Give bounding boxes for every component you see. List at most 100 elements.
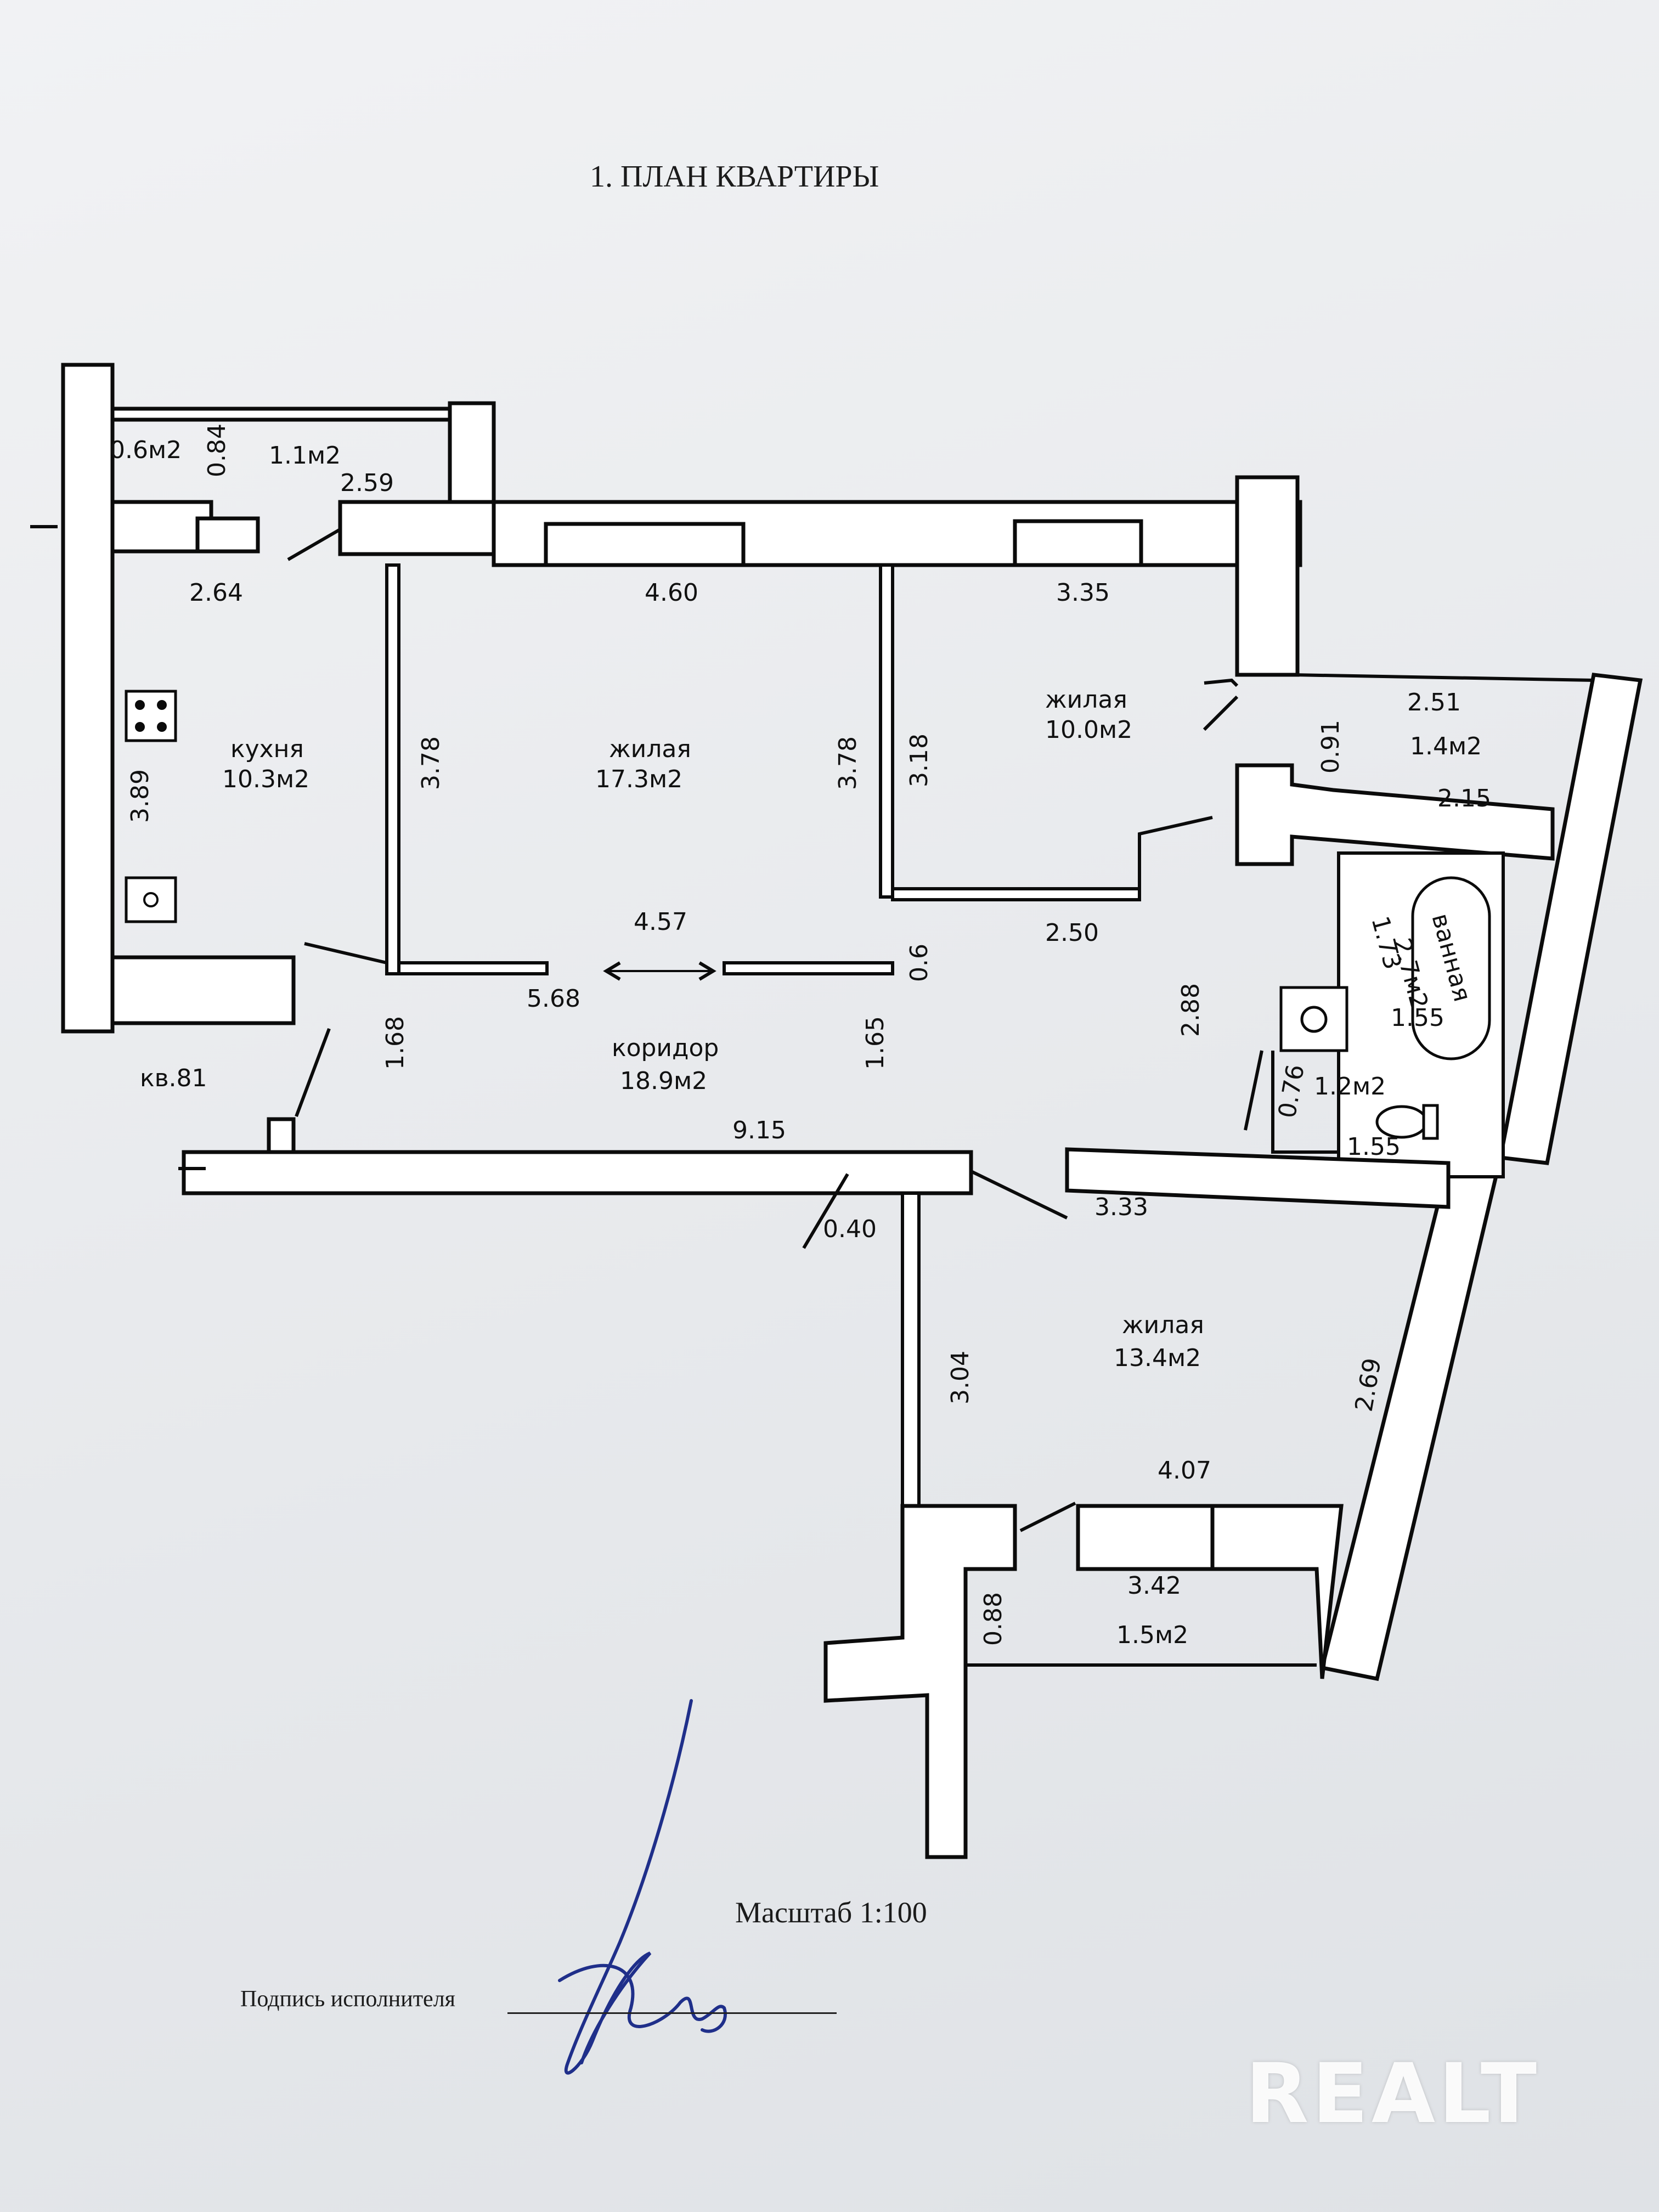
kitchen-sink-icon bbox=[125, 876, 177, 923]
balcony-right-rail bbox=[1291, 673, 1594, 682]
walls bbox=[30, 363, 1643, 1859]
bathtub bbox=[1411, 876, 1491, 1060]
stove-icon bbox=[125, 690, 177, 742]
dim-label: 0.6 bbox=[905, 944, 933, 982]
dim-label: 2.59 bbox=[340, 469, 394, 497]
dim-label: 4.07 bbox=[1158, 1457, 1211, 1485]
partition-corridor-top-right bbox=[723, 961, 894, 975]
room-storage-small-area: 0.6м2 bbox=[110, 436, 182, 464]
dim-label: 9.15 bbox=[732, 1116, 786, 1144]
wall-left-outer bbox=[61, 363, 115, 1034]
sink-drain-icon bbox=[1300, 1006, 1328, 1033]
apartment-number: кв.81 bbox=[140, 1064, 207, 1092]
plan-title: 1. ПЛАН КВАРТИРЫ bbox=[590, 160, 879, 194]
dim-label: 2.50 bbox=[1045, 919, 1099, 947]
dim-label: 4.60 bbox=[645, 579, 698, 607]
dim-label: 0.84 bbox=[203, 424, 231, 477]
signature-line bbox=[507, 2012, 837, 2014]
dim-label: 1.55 bbox=[1391, 1004, 1444, 1032]
room-living-large-area: 17.3м2 bbox=[595, 765, 682, 793]
dim-label: 3.78 bbox=[834, 736, 862, 790]
partition-living-right-door bbox=[1138, 816, 1213, 900]
door-entry bbox=[295, 1028, 331, 1118]
wall-right-diagonal-upper bbox=[1498, 673, 1643, 1165]
dim-040-leader bbox=[802, 1173, 849, 1249]
stove-burner-icon bbox=[157, 722, 167, 732]
realt-watermark-logo: REALT bbox=[1245, 2046, 1541, 2142]
wall-corridor-bottom bbox=[182, 1150, 973, 1195]
dim-label: 2.69 bbox=[1350, 1356, 1387, 1414]
scale-label: Масштаб 1:100 bbox=[735, 1896, 927, 1929]
bathroom-sink bbox=[1279, 986, 1348, 1052]
dim-label: 1.68 bbox=[381, 1016, 409, 1070]
dim-label: 2.51 bbox=[1407, 689, 1461, 716]
partition-kitchen-living bbox=[385, 563, 400, 975]
wall-entry-stub bbox=[267, 1117, 296, 1154]
toilet-partition bbox=[1271, 1051, 1339, 1154]
toilet-tank-icon bbox=[1422, 1104, 1439, 1140]
partition-living-right-bottom bbox=[891, 887, 1141, 901]
dim-label: 3.04 bbox=[946, 1351, 974, 1404]
stove-burner-icon bbox=[157, 700, 167, 710]
door-toilet bbox=[1244, 1050, 1263, 1131]
door-kitchen bbox=[287, 528, 341, 561]
dim-label: 0.76 bbox=[1273, 1063, 1310, 1120]
dim-label: 3.35 bbox=[1056, 579, 1110, 607]
wall-right-diagonal-lower bbox=[1319, 1155, 1503, 1681]
wall-storage-top bbox=[110, 407, 466, 422]
dim-label: 3.18 bbox=[905, 733, 933, 787]
partition-living-living bbox=[879, 563, 894, 899]
stove-burner-icon bbox=[135, 722, 145, 732]
room-balcony-lower-area: 1.5м2 bbox=[1116, 1621, 1188, 1649]
room-toilet-area: 1.2м2 bbox=[1314, 1073, 1386, 1101]
dim-label: 4.57 bbox=[634, 908, 687, 936]
room-corridor-name: коридор bbox=[612, 1034, 719, 1062]
wall-storage-stub bbox=[195, 516, 260, 554]
wall-kitchen-top-right bbox=[338, 500, 496, 556]
door-lower-living bbox=[970, 1170, 1068, 1220]
dim-label: 1.65 bbox=[861, 1016, 889, 1070]
window-living-large bbox=[544, 522, 746, 567]
wall-kitchen-bottom bbox=[110, 955, 296, 1025]
dim-label: 0.91 bbox=[1317, 720, 1345, 774]
dim-label: 3.33 bbox=[1094, 1193, 1148, 1221]
dim-label: 3.42 bbox=[1127, 1572, 1181, 1600]
dim-label: 2.64 bbox=[189, 579, 243, 607]
dim-label: 5.68 bbox=[527, 985, 580, 1013]
room-living-large-name: жилая bbox=[609, 735, 691, 763]
dim-label: 3.89 bbox=[126, 769, 154, 823]
partition-corridor-top-left bbox=[397, 961, 549, 975]
dim-label: 0.40 bbox=[823, 1215, 877, 1243]
door-balcony-right-b bbox=[1203, 695, 1239, 731]
window-lower-living bbox=[1076, 1504, 1215, 1571]
signature-label: Подпись исполнителя bbox=[240, 1987, 455, 2012]
dim-label: 3.78 bbox=[417, 736, 445, 790]
wall-lower-left bbox=[823, 1504, 1017, 1859]
door-kitchen-corridor bbox=[304, 942, 387, 964]
room-storage-top-area: 1.1м2 bbox=[269, 442, 341, 470]
room-kitchen-name: кухня bbox=[230, 735, 304, 763]
door-balcony-right-a bbox=[1204, 678, 1239, 687]
arrow-left-icon bbox=[603, 961, 621, 981]
signature bbox=[558, 1699, 727, 2075]
room-corridor-area: 18.9м2 bbox=[620, 1067, 707, 1095]
partition-lower-living-left bbox=[901, 1192, 921, 1508]
kitchen-sink-drain-icon bbox=[143, 892, 159, 907]
room-kitchen-area: 10.3м2 bbox=[222, 765, 309, 793]
room-living-lower-area: 13.4м2 bbox=[1114, 1344, 1201, 1372]
wall-balcony-bottom bbox=[1235, 763, 1555, 866]
room-living-lower-name: жилая bbox=[1122, 1311, 1204, 1339]
room-living-right-area: 10.0м2 bbox=[1045, 716, 1132, 744]
door-balcony-lower bbox=[1019, 1502, 1076, 1532]
window-living-right bbox=[1013, 519, 1143, 567]
arrow-right-icon bbox=[698, 961, 716, 981]
stove-burner-icon bbox=[135, 700, 145, 710]
dim-label: 2.15 bbox=[1437, 785, 1491, 812]
wall-bedroom-top bbox=[1065, 1147, 1451, 1209]
dim-label: 1.55 bbox=[1347, 1133, 1401, 1161]
wall-lower-right bbox=[1210, 1504, 1344, 1679]
dim-label: 2.88 bbox=[1177, 983, 1205, 1037]
wall-right-upper bbox=[1235, 475, 1300, 677]
room-living-right-name: жилая bbox=[1045, 686, 1127, 714]
